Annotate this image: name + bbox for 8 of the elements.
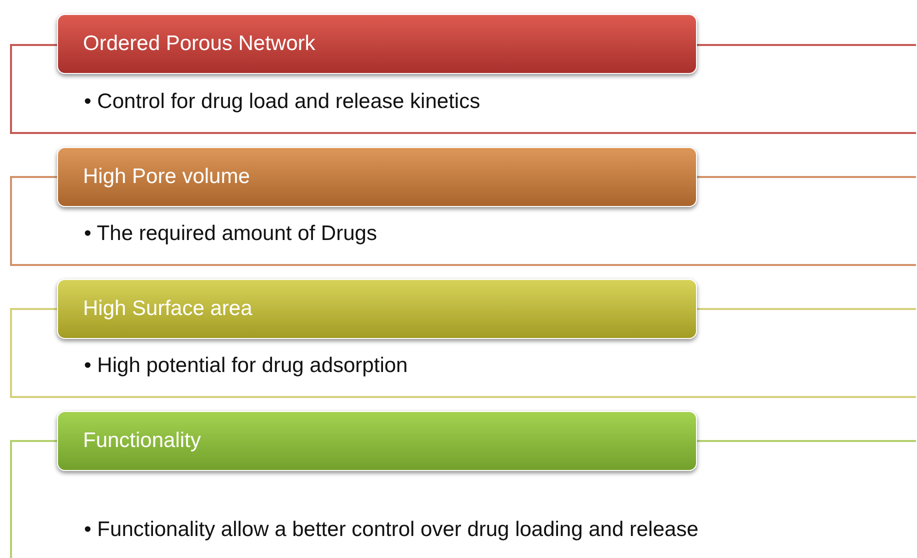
bullet-text: • The required amount of Drugs	[84, 222, 377, 246]
header-bar: Functionality	[57, 411, 697, 471]
header-bar: High Surface area	[57, 279, 697, 339]
bullet-text: • Control for drug load and release kinetics	[84, 90, 480, 114]
header-bar: High Pore volume	[57, 147, 697, 207]
bullet-text: • Functionality allow a better control over drug loading and release	[84, 518, 698, 542]
bullet-text: • High potential for drug adsorption	[84, 354, 408, 378]
header-bar: Ordered Porous Network	[57, 14, 697, 74]
